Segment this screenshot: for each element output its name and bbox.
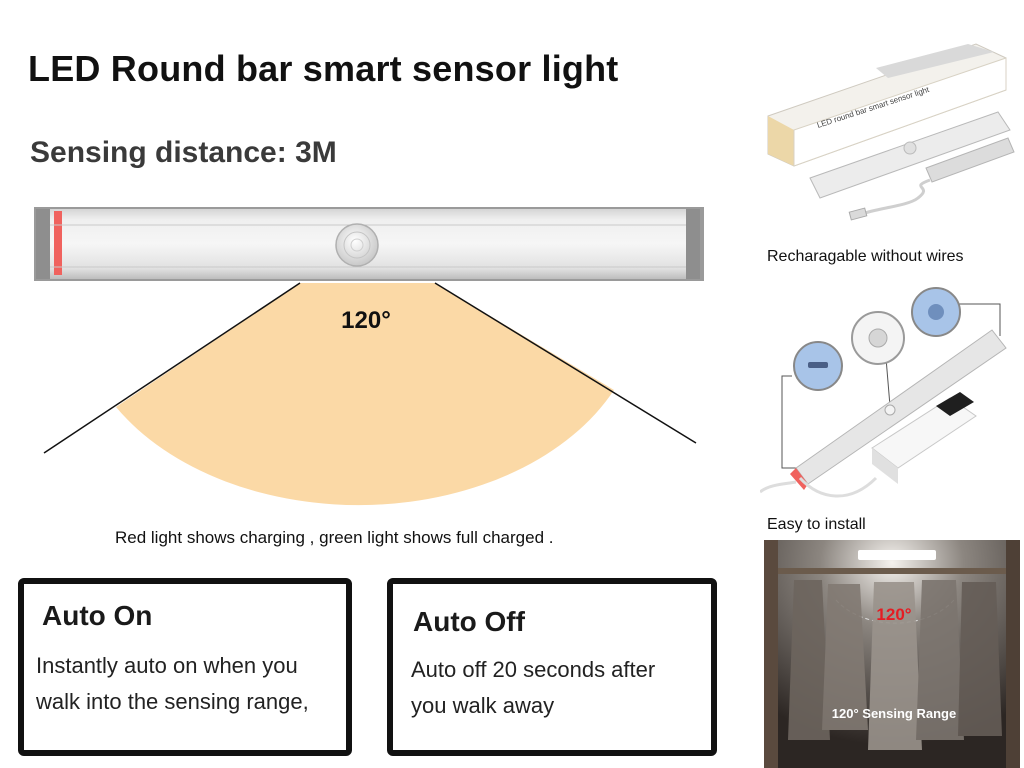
- auto-on-box: Auto On Instantly auto on when you walk …: [18, 578, 352, 756]
- auto-on-text-line1: Instantly auto on when you: [36, 653, 298, 678]
- wardrobe-photo: 120° 120° Sensing Range: [764, 540, 1020, 768]
- sensing-range-diagram: 120°: [34, 207, 704, 506]
- photo-range-label: 120° Sensing Range: [832, 706, 956, 721]
- sensor-bubble: [851, 311, 905, 365]
- page-title: LED Round bar smart sensor light: [28, 48, 619, 89]
- photo-angle-label: 120°: [876, 605, 911, 624]
- auto-on-text-line2: walk into the sensing range,: [36, 689, 309, 714]
- package-photo: LED round bar smart sensor light: [758, 38, 1022, 238]
- fan-left-edge: [43, 282, 301, 454]
- sensing-distance-label: Sensing distance: 3M: [30, 136, 337, 169]
- auto-off-box: Auto Off Auto off 20 seconds after you w…: [387, 578, 717, 756]
- angle-label: 120°: [341, 307, 391, 334]
- install-caption: Easy to install: [767, 516, 866, 533]
- auto-on-title: Auto On: [42, 600, 153, 631]
- auto-off-text-line1: Auto off 20 seconds after: [411, 657, 656, 682]
- auto-off-title: Auto Off: [413, 606, 525, 637]
- pir-sensor-icon: [335, 223, 379, 267]
- auto-off-text-line2: you walk away: [411, 693, 555, 718]
- rechargeable-caption: Recharagable without wires: [767, 248, 964, 265]
- clothes-icon: [788, 580, 1002, 750]
- fan-right-edge: [434, 282, 697, 444]
- sensing-area: [116, 283, 614, 506]
- charging-indicator: [54, 211, 62, 275]
- button-bubble: [911, 287, 961, 337]
- power-bank-icon: [871, 392, 977, 484]
- charging-detail-photo: [760, 278, 1022, 514]
- usb-cable-icon: [848, 178, 931, 221]
- charging-caption: Red light shows charging , green light s…: [115, 528, 554, 547]
- usb-port-bubble: [793, 341, 843, 391]
